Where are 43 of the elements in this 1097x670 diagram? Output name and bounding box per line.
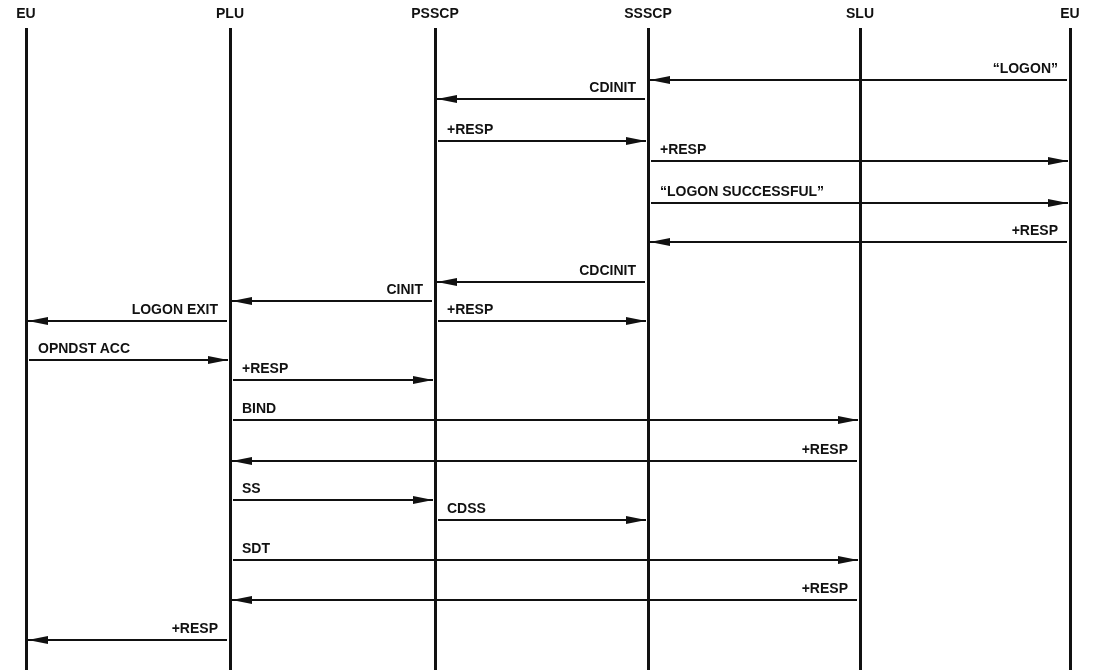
arrow xyxy=(28,636,227,644)
edge-label: LOGON EXIT xyxy=(129,301,220,317)
lifeline-header: PLU xyxy=(216,4,244,22)
edge-label: +RESP xyxy=(799,441,850,457)
edge-label: SDT xyxy=(240,540,272,556)
arrow xyxy=(29,356,228,364)
lifeline-header: SSSCP xyxy=(624,4,672,22)
arrow xyxy=(437,278,645,286)
lifeline-header: EU xyxy=(1060,4,1080,22)
edge-label: CDCINIT xyxy=(577,262,638,278)
arrow xyxy=(651,199,1068,207)
edge-label: CINIT xyxy=(384,281,425,297)
edge-label: BIND xyxy=(240,400,279,416)
arrow xyxy=(233,556,858,564)
edge-label: “LOGON” xyxy=(990,60,1060,76)
arrow xyxy=(233,376,433,384)
arrow xyxy=(233,496,433,504)
arrow xyxy=(438,516,646,524)
lifeline-header: EU xyxy=(16,4,36,22)
edge-label: +RESP xyxy=(1009,222,1060,238)
lifeline-header: PSSCP xyxy=(411,4,459,22)
edge-label: +RESP xyxy=(658,141,709,157)
edge-label: +RESP xyxy=(799,580,850,596)
edge-label: CDINIT xyxy=(587,79,638,95)
arrow xyxy=(650,76,1067,84)
lifeline-header: SLU xyxy=(846,4,874,22)
edge-label: +RESP xyxy=(445,301,496,317)
arrow xyxy=(232,457,857,465)
edge-label: SS xyxy=(240,480,263,496)
edge-label: OPNDST ACC xyxy=(36,340,133,356)
arrow xyxy=(233,416,858,424)
edge-label: +RESP xyxy=(445,121,496,137)
arrow xyxy=(232,297,432,305)
arrow xyxy=(438,137,646,145)
arrow xyxy=(438,317,646,325)
arrow xyxy=(650,238,1067,246)
edge-label: +RESP xyxy=(240,360,291,376)
edge-label: CDSS xyxy=(445,500,488,516)
arrow xyxy=(437,95,645,103)
arrow xyxy=(232,596,857,604)
arrow xyxy=(651,157,1068,165)
edge-label: +RESP xyxy=(169,620,220,636)
arrow xyxy=(28,317,227,325)
